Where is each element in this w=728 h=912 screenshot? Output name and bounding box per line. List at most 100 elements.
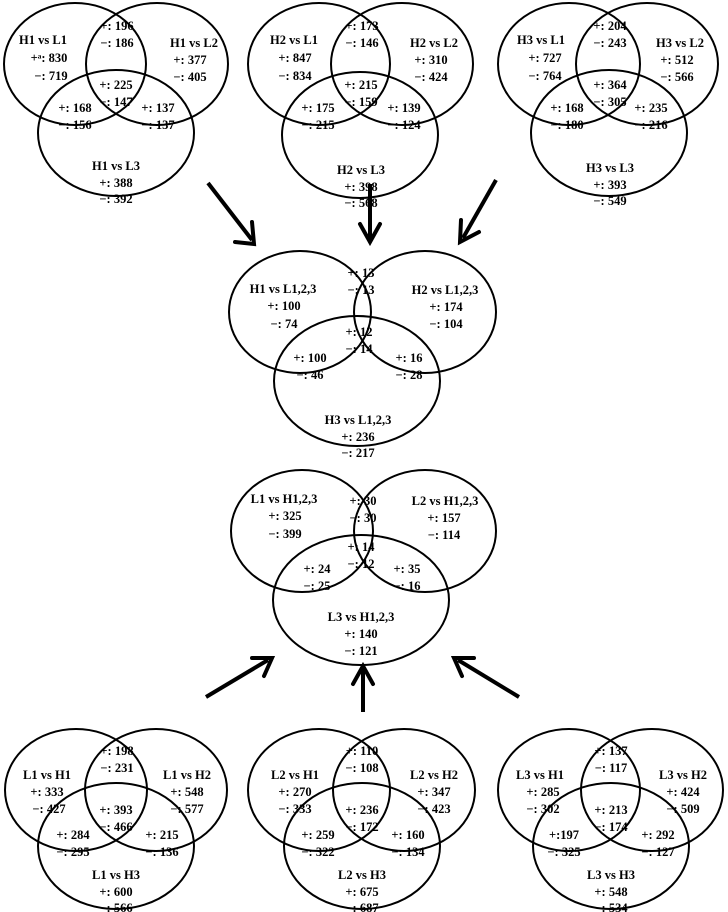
overlap-minus: −: 159: [344, 95, 377, 109]
overlap-minus: −: 46: [297, 368, 324, 382]
circle-minus: −: 566: [99, 901, 132, 912]
arrow-h3-to-summary: [457, 179, 498, 246]
circle-h1-vs-l2: [85, 2, 229, 126]
overlap-minus: −: 127: [641, 845, 674, 859]
circle-title: L2 vs H1: [271, 768, 319, 782]
circle-title: L1 vs H1: [23, 768, 71, 782]
circle-plus: +: 174: [429, 300, 463, 314]
circle-title: H1 vs L1,2,3: [250, 282, 317, 296]
venn-h3: H3 vs L1 +: 727 −: 764 H3 vs L2 +: 512 −…: [497, 2, 719, 208]
overlap-plus: +: 284: [56, 828, 90, 842]
circle-l3-vs-h3: [532, 782, 690, 910]
circle-title: H2 vs L1,2,3: [412, 283, 479, 297]
circle-l1-vs-h2: [84, 728, 228, 852]
arrow-h1-to-summary: [206, 181, 257, 247]
venn-h1: H1 vs L1 +ᵃ: 830 −: 719 H1 vs L2 +: 377 …: [3, 2, 229, 206]
overlap-minus: −: 156: [58, 118, 91, 132]
overlap-plus: +: 137: [594, 744, 627, 758]
overlap-minus: −: 13: [348, 283, 375, 297]
overlap-plus: +: 364: [593, 78, 627, 92]
circle-h3-vs-l2: [575, 2, 719, 126]
venn-l3: L3 vs H1 +: 285 −: 302 L3 vs H2 +: 424 −…: [497, 728, 724, 912]
overlap-minus: −: 16: [394, 579, 421, 593]
overlap-minus: −: 325: [547, 845, 580, 859]
circle-minus: −: 74: [271, 317, 299, 331]
circle-minus: −: 423: [417, 802, 450, 816]
circle-plus: +: 325: [268, 509, 301, 523]
overlap-plus: +: 160: [391, 828, 424, 842]
circle-minus: −: 217: [341, 446, 374, 460]
overlap-minus: −: 12: [348, 557, 375, 571]
circle-plus: +: 333: [30, 785, 63, 799]
circle-l1-vs-h1: [4, 728, 148, 852]
circle-minus: −: 509: [666, 802, 699, 816]
overlap-plus: +: 110: [346, 744, 378, 758]
circle-h1-vs-l3: [37, 69, 195, 197]
circle-l3-vs-h1: [497, 728, 641, 852]
circle-title: H1 vs L1: [19, 33, 67, 47]
circle-l3-vs-h2: [580, 728, 724, 852]
overlap-plus: +: 35: [394, 562, 421, 576]
overlap-minus: −: 146: [345, 36, 378, 50]
overlap-plus: +: 168: [58, 101, 91, 115]
overlap-plus: +: 259: [301, 828, 334, 842]
circle-h2-vs-l2: [330, 2, 474, 126]
overlap-plus: +: 213: [594, 803, 627, 817]
circle-title: L2 vs H2: [410, 768, 458, 782]
circle-minus: −: 302: [526, 802, 559, 816]
overlap-plus: +: 393: [99, 803, 132, 817]
circle-minus: −: 399: [268, 527, 301, 541]
circle-minus: −: 534: [594, 901, 628, 912]
overlap-plus: +: 292: [641, 828, 674, 842]
circle-plus: +: 347: [417, 785, 450, 799]
overlap-plus: +: 16: [396, 351, 423, 365]
circle-minus: −: 405: [173, 70, 206, 84]
circle-title: L1 vs H1,2,3: [251, 492, 318, 506]
circle-l1-vs-h123: [230, 469, 374, 593]
circle-l2-vs-h2: [332, 728, 476, 852]
circle-plus: +: 847: [278, 51, 311, 65]
overlap-plus: +: 139: [387, 101, 420, 115]
overlap-plus: +: 215: [344, 78, 377, 92]
circle-plus: +: 140: [344, 627, 377, 641]
circle-plus: +: 600: [99, 885, 132, 899]
circle-minus: −: 577: [170, 802, 203, 816]
overlap-plus: +: 196: [100, 19, 133, 33]
circle-h1-vs-l1: [3, 2, 147, 126]
circle-minus: −: 333: [278, 802, 311, 816]
arrow-l2-to-summary: [351, 661, 375, 712]
overlap-plus: +: 137: [141, 101, 174, 115]
circle-title: L2 vs H3: [338, 868, 386, 882]
overlap-minus: −: 136: [145, 845, 178, 859]
overlap-minus: −: 172: [345, 820, 378, 834]
circle-plus: +: 157: [427, 511, 460, 525]
overlap-plus: +: 24: [304, 562, 332, 576]
circle-plus: +ᵃ: 830: [31, 51, 68, 65]
overlap-minus: −: 137: [141, 118, 174, 132]
circle-title: L3 vs H1,2,3: [328, 610, 395, 624]
circle-plus: +: 548: [594, 885, 627, 899]
overlap-minus: −: 117: [595, 761, 627, 775]
circle-h2-vs-l123: [353, 250, 497, 374]
circle-title: H3 vs L2: [656, 36, 704, 50]
circle-plus: +: 398: [344, 180, 377, 194]
overlap-plus: +: 168: [550, 101, 583, 115]
overlap-plus: +: 215: [145, 828, 178, 842]
overlap-minus: −: 216: [634, 118, 667, 132]
circle-minus: −: 568: [344, 196, 377, 210]
circle-minus: −: 104: [429, 317, 463, 331]
circle-title: H3 vs L1: [517, 33, 565, 47]
overlap-plus: +: 12: [346, 325, 373, 339]
overlap-minus: −: 25: [304, 579, 331, 593]
circle-title: L1 vs H3: [92, 868, 140, 882]
circle-title: L3 vs H3: [587, 868, 635, 882]
overlap-minus: −: 215: [301, 118, 334, 132]
circle-plus: +: 285: [526, 785, 559, 799]
circle-title: L3 vs H1: [516, 768, 564, 782]
arrow-h2-to-summary: [358, 184, 382, 247]
circle-plus: +: 236: [341, 430, 374, 444]
overlap-minus: −: 14: [346, 342, 374, 356]
overlap-plus: +: 175: [301, 101, 334, 115]
overlap-minus: −: 305: [593, 95, 626, 109]
